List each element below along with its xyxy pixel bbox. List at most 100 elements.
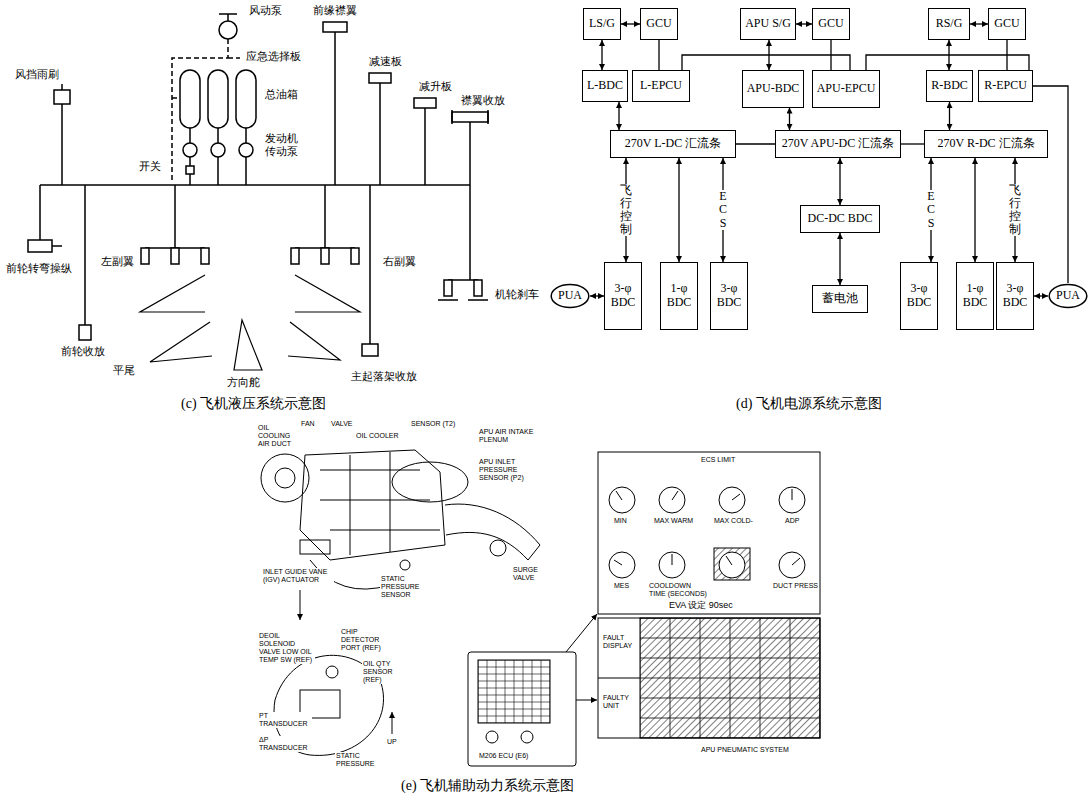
- power-connector: [618, 102, 619, 130]
- nose-gear-actuator: [79, 325, 91, 340]
- part-label: APU AIR INTAKE PLENUM: [478, 428, 536, 444]
- flap-actuator-end: [452, 110, 488, 124]
- converter-box: APU-BDC: [742, 70, 804, 108]
- detail-arrow: [566, 614, 597, 652]
- node-label: 1-φ BDC: [664, 282, 694, 310]
- caption: (d) 飞机电源系统示意图: [735, 396, 883, 412]
- connector-label: ECS: [717, 190, 729, 230]
- chip-detector: [326, 666, 338, 678]
- converter-box: 1-φ BDC: [660, 262, 698, 330]
- up-arrow: [392, 712, 393, 734]
- oil-tank: [208, 70, 228, 128]
- part-label: INLET GUIDE VANE (IGV) ACTUATOR: [262, 568, 334, 584]
- wiper-actuator: [54, 90, 70, 104]
- emergency-line: [172, 39, 240, 180]
- panel-label: MIN: [613, 517, 628, 525]
- part-label: OIL COOLER: [355, 432, 400, 440]
- switch-valve: [186, 166, 194, 174]
- node-label: DC-DC BDC: [807, 212, 872, 226]
- rudder-outline: [234, 320, 262, 370]
- node-label: 3-φ BDC: [904, 282, 934, 310]
- power-connector: [658, 40, 659, 70]
- panel-label: DUCT PRESS: [772, 582, 819, 590]
- surge-valve: [490, 540, 506, 556]
- part-label: 总油箱: [264, 88, 299, 101]
- generator-box: LS/G: [583, 8, 621, 40]
- part-label: 风动泵: [248, 4, 283, 17]
- part-label: 襟翼收放: [460, 94, 506, 107]
- node-label: APU-EPCU: [817, 82, 876, 96]
- table-label: FAULT DISPLAY: [602, 634, 638, 650]
- oil-tank: [180, 70, 200, 128]
- part-label: 开关: [138, 160, 162, 173]
- part-label: 左副翼: [100, 255, 135, 268]
- branch-line: [40, 32, 478, 344]
- aileron-actuator: [351, 248, 359, 264]
- part-label: ΔP TRANSDUCER: [258, 736, 312, 752]
- part-label: 减速板: [368, 55, 403, 68]
- detail-arrow: [576, 700, 597, 701]
- control-unit-box: GCU: [812, 8, 850, 40]
- part-label: SENSOR (T2): [410, 420, 456, 428]
- generator-box: APU S/G: [740, 8, 796, 40]
- converter-box: R-BDC: [926, 70, 973, 102]
- node-label: 3-φ BDC: [608, 282, 638, 310]
- node-label: L-BDC: [587, 79, 623, 93]
- part-label: 发动机 传动泵: [264, 132, 302, 157]
- cooling-fan-hub: [275, 468, 295, 488]
- panel-label: ECS LIMIT: [700, 456, 736, 464]
- intake-plenum: [392, 462, 468, 502]
- engine-pump: [239, 143, 253, 157]
- aileron-actuator: [201, 248, 209, 264]
- part-label: SURGE VALVE: [512, 566, 544, 582]
- aileron-actuator: [171, 248, 179, 264]
- node-label: GCU: [994, 17, 1019, 31]
- power-connector: [590, 295, 604, 296]
- part-label: 前缘襟翼: [312, 4, 358, 17]
- detail-arrow: [300, 590, 301, 620]
- flap-actuator: [452, 112, 488, 122]
- converter-box: 3-φ BDC: [900, 262, 938, 330]
- ecu-connector: [486, 731, 498, 743]
- speed-brake-actuator: [369, 73, 391, 83]
- main-gear-actuator: [362, 344, 378, 356]
- part-label: PT TRANSDUCER: [258, 712, 312, 728]
- power-control-box: R-EPCU: [978, 70, 1033, 102]
- part-label: 前轮收放: [60, 345, 106, 358]
- power-connector: [736, 143, 775, 144]
- part-label: 右副翼: [382, 255, 417, 268]
- bus-bar-box: 270V APU-DC 汇流条: [775, 130, 901, 158]
- slat-actuator: [323, 22, 347, 32]
- node-label: L-EPCU: [640, 79, 682, 93]
- part-label: APU INLET PRESSURE SENSOR (P2): [478, 458, 540, 482]
- part-label: FAN: [300, 420, 316, 428]
- power-connector: [974, 158, 975, 262]
- fault-table-hatch: [640, 618, 820, 738]
- connector-label: 飞行控制: [1009, 184, 1021, 237]
- node-label: 蓄电池: [822, 292, 858, 306]
- part-label: M206 ECU (E6): [478, 752, 529, 760]
- panel-label: MES: [613, 582, 630, 590]
- generator-box: RS/G: [928, 8, 970, 40]
- converter-box: 1-φ BDC: [956, 262, 994, 330]
- ecu-housing: [468, 652, 576, 766]
- connector-label: ECS: [925, 190, 937, 230]
- apu-body: [300, 450, 445, 560]
- node-label: 3-φ BDC: [1000, 282, 1030, 310]
- igv-actuator: [300, 540, 330, 554]
- actuator-ellipse: PUA: [1048, 283, 1088, 309]
- power-connector: [1033, 86, 1068, 283]
- panel-label: ADP: [784, 517, 800, 525]
- power-control-box: APU-EPCU: [812, 70, 880, 108]
- aileron-actuator: [141, 248, 149, 264]
- node-label: RS/G: [936, 17, 963, 31]
- ecs-limit-panel: [598, 452, 820, 614]
- node-label: APU S/G: [745, 17, 791, 31]
- dial-pointer: [614, 489, 800, 565]
- wiper-rod: [61, 84, 63, 90]
- fault-table: [598, 618, 820, 738]
- hydraulic-drawing: [28, 14, 488, 370]
- connector-label: 飞行控制: [620, 184, 632, 237]
- spoiler-actuator: [414, 98, 436, 108]
- part-label: CHIP DETECTOR PORT (REF): [340, 628, 392, 652]
